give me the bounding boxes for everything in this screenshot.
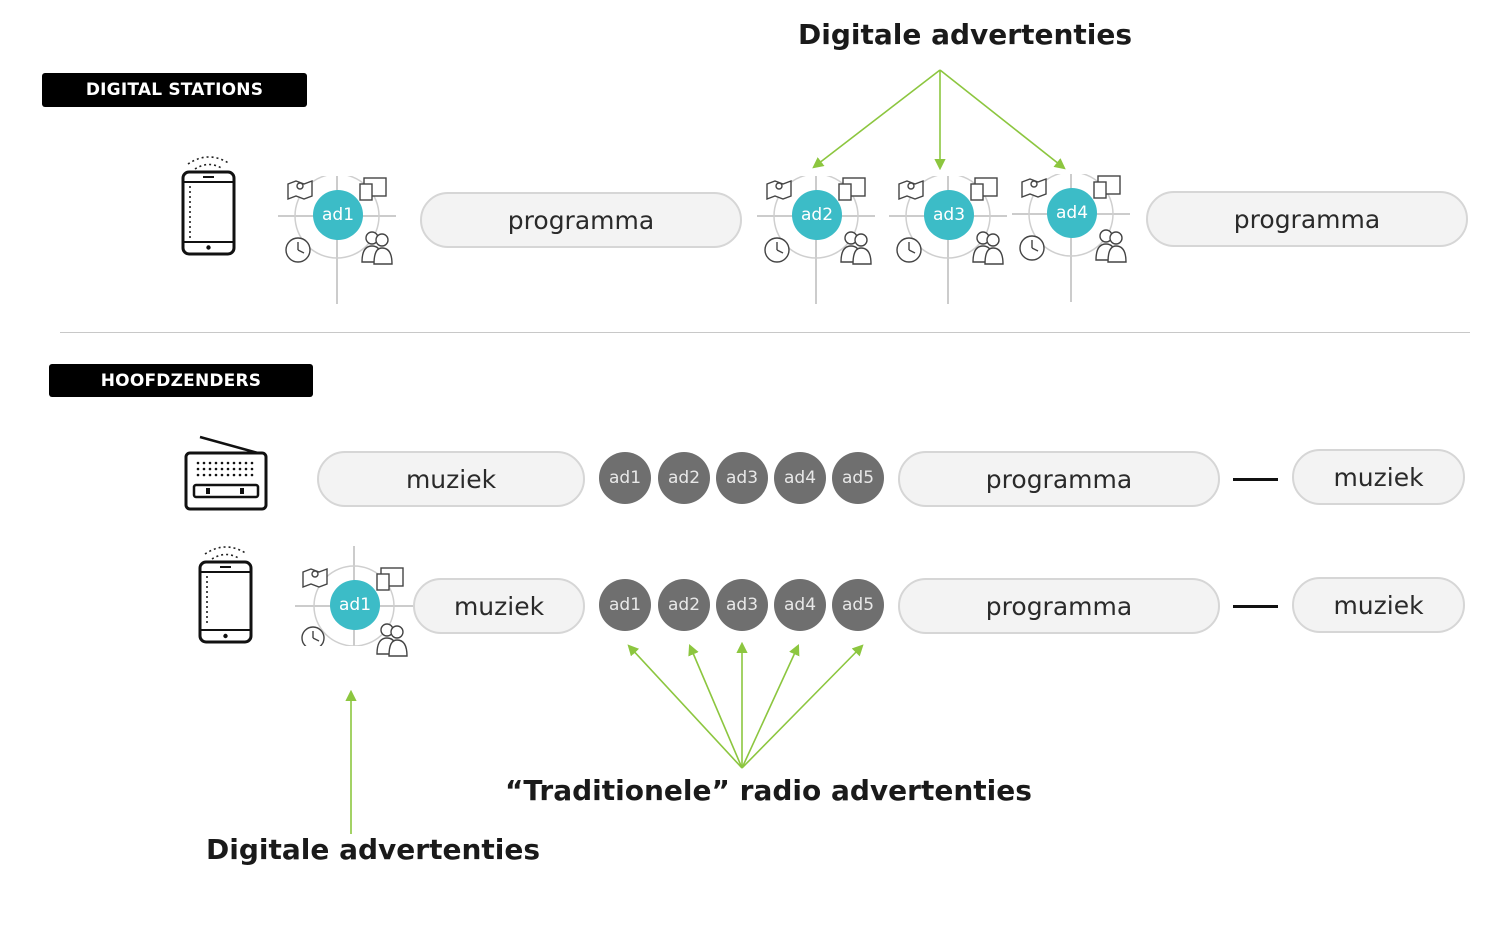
smartphone-icon xyxy=(181,156,236,256)
radio-icon xyxy=(184,435,268,511)
digital-ad-2: ad2 xyxy=(792,190,842,240)
smartphone-icon-2 xyxy=(198,546,253,644)
arrow-to-trad-ad1 xyxy=(627,644,743,769)
stream-digital-ad: ad1 xyxy=(330,580,380,630)
continuation-dash-2 xyxy=(1233,605,1278,608)
music-segment-stream-2: muziek xyxy=(1292,577,1465,633)
digital-ad-wheel-3: ad3 xyxy=(889,176,1009,306)
radio-ad-2: ad2 xyxy=(658,452,710,504)
music-segment-radio-2: muziek xyxy=(1292,449,1465,505)
stream-ad-5: ad5 xyxy=(832,579,884,631)
digital-ad-1: ad1 xyxy=(313,190,363,240)
radio-ad-3: ad3 xyxy=(716,452,768,504)
radio-ad-5: ad5 xyxy=(832,452,884,504)
digital-ad-4: ad4 xyxy=(1047,188,1097,238)
arrow-to-trad-ad2 xyxy=(688,643,743,769)
section-divider xyxy=(60,332,1470,333)
people-icon xyxy=(376,623,408,657)
digital-stations-label: DIGITAL STATIONS xyxy=(42,73,307,107)
continuation-dash-1 xyxy=(1233,478,1278,481)
arrow-to-trad-ad4 xyxy=(741,643,800,769)
program-segment-2: programma xyxy=(1146,191,1468,247)
top-digital-annotation: Digitale advertenties xyxy=(798,18,1133,51)
digital-ad-wheel-1: ad1 xyxy=(278,176,398,306)
radio-ad-1: ad1 xyxy=(599,452,651,504)
program-segment-stream: programma xyxy=(898,578,1220,634)
stream-ad-1: ad1 xyxy=(599,579,651,631)
digital-ad-wheel-4: ad4 xyxy=(1012,174,1132,304)
arrow-to-ad4 xyxy=(939,69,1066,170)
digital-ad-wheel-stream: ad1 xyxy=(295,546,415,696)
stream-ad-2: ad2 xyxy=(658,579,710,631)
radio-ad-4: ad4 xyxy=(774,452,826,504)
arrow-to-trad-ad5 xyxy=(741,644,864,769)
music-segment-stream-1: muziek xyxy=(413,578,585,634)
arrow-to-ad2 xyxy=(812,69,941,169)
stream-ad-3: ad3 xyxy=(716,579,768,631)
program-segment-1: programma xyxy=(420,192,742,248)
program-segment-radio: programma xyxy=(898,451,1220,507)
music-segment-radio-1: muziek xyxy=(317,451,585,507)
digital-ad-wheel-2: ad2 xyxy=(757,176,877,306)
bottom-digital-annotation: Digitale advertenties xyxy=(206,833,541,866)
traditional-annotation: “Traditionele” radio advertenties xyxy=(505,774,1032,807)
digital-ad-3: ad3 xyxy=(924,190,974,240)
stream-ad-4: ad4 xyxy=(774,579,826,631)
hoofdzenders-label: HOOFDZENDERS xyxy=(49,364,313,397)
